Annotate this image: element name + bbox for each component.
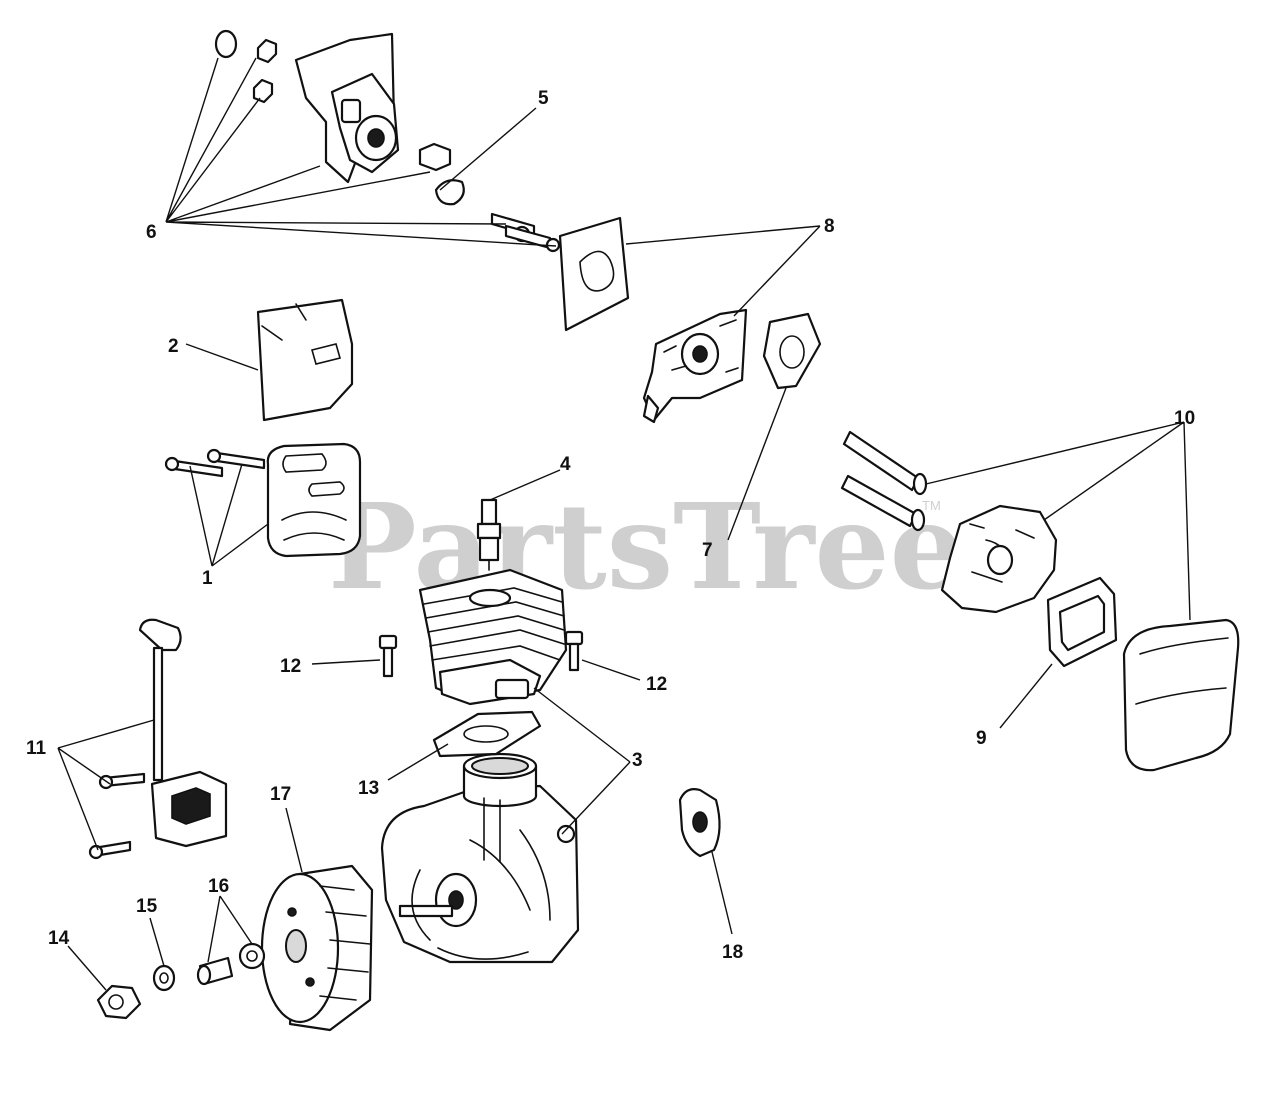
part-base-gasket[interactable] — [432, 710, 542, 758]
part-air-filter-cover[interactable] — [1122, 618, 1240, 772]
part-carburetor[interactable] — [558, 216, 748, 424]
part-cylinder-screw[interactable] — [378, 630, 584, 678]
part-fuel-intake-assembly[interactable] — [214, 29, 561, 253]
part-spark-plug[interactable] — [476, 498, 502, 571]
callout-1[interactable]: 1 — [202, 568, 213, 589]
callout-5[interactable]: 5 — [538, 88, 549, 109]
watermark-trademark: TM — [922, 498, 941, 513]
callout-12-right[interactable]: 12 — [646, 674, 667, 695]
part-flywheel-nut[interactable] — [96, 984, 142, 1020]
part-heat-shield[interactable] — [256, 298, 354, 422]
callout-6[interactable]: 6 — [146, 222, 157, 243]
callout-9[interactable]: 9 — [976, 728, 987, 749]
part-spacer[interactable] — [196, 942, 266, 986]
callout-4[interactable]: 4 — [560, 454, 571, 475]
part-ignition-module[interactable] — [678, 788, 721, 858]
callout-2[interactable]: 2 — [168, 336, 179, 357]
part-flywheel[interactable] — [260, 864, 374, 1032]
part-muffler-assembly[interactable] — [164, 442, 362, 558]
part-washer[interactable] — [152, 964, 176, 992]
part-air-filter[interactable] — [1046, 576, 1118, 668]
part-cylinder-crankcase[interactable] — [380, 568, 580, 964]
callout-labels: 6 5 8 2 1 4 7 10 9 11 12 12 13 3 17 16 1… — [26, 88, 1195, 963]
callout-12-left[interactable]: 12 — [280, 656, 301, 677]
callout-3[interactable]: 3 — [632, 750, 643, 771]
part-air-box-assembly[interactable] — [840, 430, 1058, 614]
callout-7[interactable]: 7 — [702, 540, 713, 561]
callout-13[interactable]: 13 — [358, 778, 379, 799]
callout-14[interactable]: 14 — [48, 928, 70, 949]
callout-17[interactable]: 17 — [270, 784, 291, 805]
callout-16[interactable]: 16 — [208, 876, 229, 897]
callout-15[interactable]: 15 — [136, 896, 158, 917]
callout-10[interactable]: 10 — [1174, 408, 1195, 429]
callout-8[interactable]: 8 — [824, 216, 835, 237]
leader-lines — [57, 57, 1191, 991]
part-ignition-coil[interactable] — [88, 618, 228, 860]
callout-18[interactable]: 18 — [722, 942, 743, 963]
callout-11[interactable]: 11 — [26, 738, 47, 759]
part-intake-gasket[interactable] — [762, 312, 822, 390]
